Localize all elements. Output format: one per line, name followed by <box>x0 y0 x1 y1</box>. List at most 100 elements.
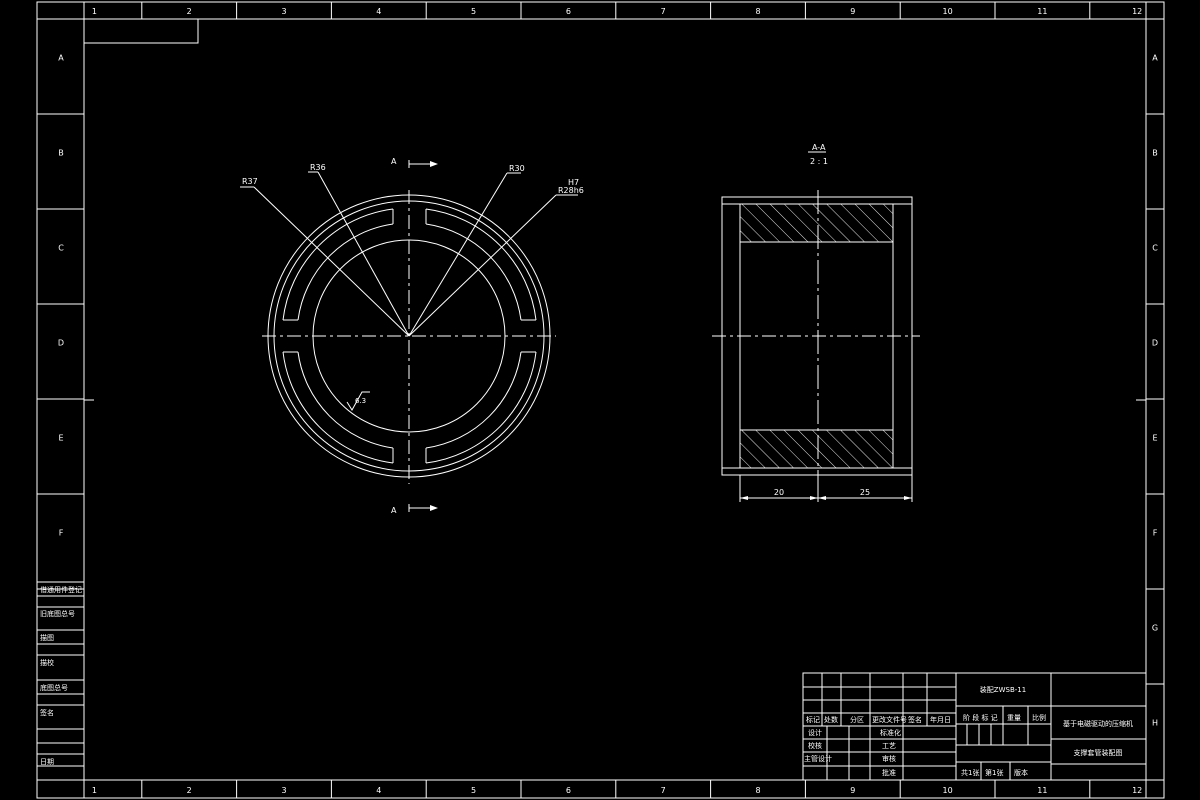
column-label: 3 <box>281 786 286 795</box>
slot-arc-tl <box>282 208 394 321</box>
roughness-value: 6.3 <box>355 397 366 405</box>
column-label: 12 <box>1132 786 1142 795</box>
left-strip-labels: 借通用件登记 旧底图总号 描图 描校 底图总号 签名 日期 <box>40 585 82 766</box>
column-label: 7 <box>661 7 666 16</box>
header-label: 年月日 <box>930 715 951 724</box>
column-label: 11 <box>1037 7 1047 16</box>
column-label: 3 <box>281 7 286 16</box>
sheet-total: 共1张 <box>961 768 979 777</box>
row-label-right: C <box>1152 244 1158 253</box>
header-label: 分区 <box>850 715 864 724</box>
column-label: 4 <box>376 786 381 795</box>
section-mark-top: A <box>391 157 397 166</box>
header-label: 处数 <box>824 715 838 724</box>
zone-ticks <box>37 2 1164 798</box>
label-h7: H7 <box>568 178 579 187</box>
row-label: 设计 <box>808 728 822 737</box>
part-name: 支撑套管装配图 <box>1074 748 1123 757</box>
label-r37: R37 <box>242 177 258 186</box>
strip-label: 日期 <box>40 758 54 766</box>
strip-label: 描图 <box>40 633 54 642</box>
drawing-number: 装配ZWSB-11 <box>980 685 1026 694</box>
strip-label: 借通用件登记 <box>40 585 82 594</box>
inner-slot-arc-tl <box>297 223 394 321</box>
mid-label: 审核 <box>882 754 896 763</box>
column-label: 7 <box>661 786 666 795</box>
column-label: 6 <box>566 7 571 16</box>
hatch-top <box>739 203 894 243</box>
header-label: 标记 <box>806 715 820 724</box>
row-label-right: A <box>1152 54 1158 63</box>
header-label: 更改文件号 <box>872 715 907 724</box>
header-label: 签名 <box>908 715 922 724</box>
scale-label: 比例 <box>1032 713 1046 722</box>
left-strip <box>36 581 85 781</box>
row-label-right: B <box>1152 149 1158 158</box>
slot-arc-tr <box>425 208 537 321</box>
column-label: 2 <box>187 786 192 795</box>
inner-slot-arc-bl <box>297 351 394 449</box>
section-scale: 2 : 1 <box>810 157 828 166</box>
row-label-left: C <box>58 244 64 253</box>
inner-slot-arc-br <box>425 351 522 449</box>
company-name: 基于电磁驱动的压缩机 <box>1063 719 1133 728</box>
title-block <box>802 672 1147 781</box>
column-label: 1 <box>92 786 97 795</box>
row-label-left: B <box>58 149 64 158</box>
row-label-left: D <box>58 339 64 348</box>
mid-label: 工艺 <box>882 742 896 750</box>
section-mark-bottom: A <box>391 506 397 515</box>
dim-20: 20 <box>774 488 784 497</box>
corner-box <box>83 18 199 44</box>
label-r28h6: R28h6 <box>558 186 584 195</box>
version-label: 版本 <box>1014 768 1028 777</box>
title-block-labels: 装配ZWSB-11 标记 处数 分区 更改文件号 签名 年月日 设计 校核 主管… <box>804 685 1133 777</box>
row-label-left: A <box>58 54 64 63</box>
column-label: 10 <box>943 786 953 795</box>
row-label-right: G <box>1152 624 1158 633</box>
column-label: 10 <box>943 7 953 16</box>
weight-label: 重量 <box>1007 714 1021 722</box>
mid-label: 标准化 <box>880 728 901 737</box>
label-r36: R36 <box>310 163 326 172</box>
hatch-bottom <box>739 429 894 469</box>
row-label: 校核 <box>808 741 822 750</box>
front-view-labels: R37 R36 R30 H7 R28h6 A A 6.3 <box>242 157 584 515</box>
column-label: 4 <box>376 7 381 16</box>
sheet-number: 第1张 <box>985 768 1003 777</box>
dim-25: 25 <box>860 488 870 497</box>
front-view-arrows <box>430 161 438 511</box>
column-label: 1 <box>92 7 97 16</box>
inner-slot-arc-tr <box>425 223 522 321</box>
strip-label: 描校 <box>40 658 54 667</box>
strip-label: 签名 <box>40 708 54 717</box>
row-label: 主管设计 <box>804 754 832 763</box>
row-label-right: D <box>1152 339 1158 348</box>
column-label: 11 <box>1037 786 1047 795</box>
row-label-left: F <box>59 529 64 538</box>
front-view <box>240 160 578 512</box>
column-label: 5 <box>471 7 476 16</box>
label-r30: R30 <box>509 164 525 173</box>
row-label-right: F <box>1153 529 1158 538</box>
slot-arc-br <box>425 351 537 464</box>
row-label-right: E <box>1152 434 1157 443</box>
column-label: 9 <box>850 7 855 16</box>
section-view <box>712 151 920 502</box>
column-label: 8 <box>755 7 760 16</box>
section-view-labels: A-A 2 : 1 20 25 <box>774 143 870 497</box>
mid-label: 批准 <box>882 768 896 777</box>
column-label: 2 <box>187 7 192 16</box>
column-label: 12 <box>1132 7 1142 16</box>
zone-labels: 112233445566778899101011111212ABCDEFABCD… <box>58 7 1158 795</box>
stage-label: 阶 段 标 记 <box>963 713 998 722</box>
column-label: 9 <box>850 786 855 795</box>
section-title: A-A <box>812 143 826 152</box>
row-label-right: H <box>1152 719 1158 728</box>
section-dim-arrows <box>740 496 912 500</box>
strip-label: 旧底图总号 <box>40 609 75 618</box>
slot-arc-bl <box>282 351 394 464</box>
strip-label: 底图总号 <box>40 683 68 692</box>
column-label: 5 <box>471 786 476 795</box>
